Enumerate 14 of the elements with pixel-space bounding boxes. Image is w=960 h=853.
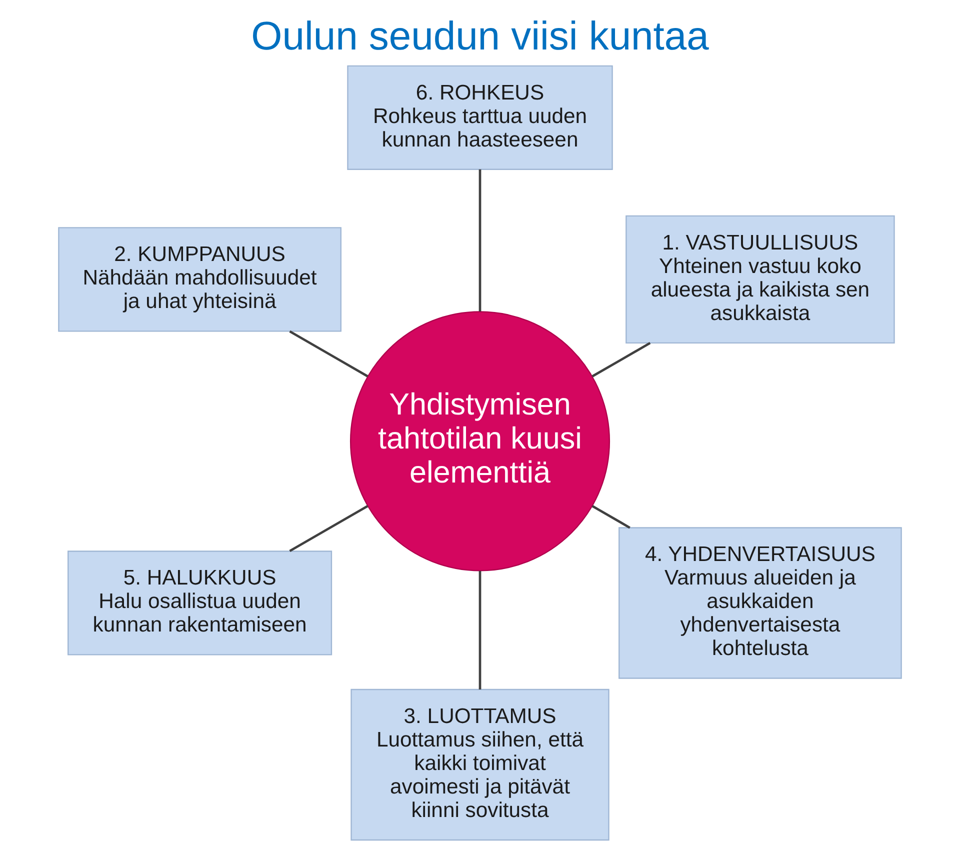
node-box: 4. YHDENVERTAISUUS Varmuus alueiden ja asukkaiden yhdenvertaisesta kohtelusta (618, 527, 902, 679)
connector (478, 570, 482, 690)
connector (592, 342, 651, 378)
node-box: 2. KUMPPANUUS Nähdään mahdollisuudet ja uhat yhteisinä (58, 227, 342, 332)
connector (289, 330, 368, 378)
node-box: 5. HALUKKUUS Halu osallistua uuden kunnan rakentamiseen (68, 550, 332, 656)
connector (289, 505, 368, 552)
node-circle: Yhdistymisen tahtotilan kuusi elementtiä (350, 311, 610, 572)
node-box: 1. VASTUULLISUUS Yhteinen vastuu koko alueesta ja kaikista sen asukkaista (626, 215, 895, 344)
connector (592, 505, 630, 529)
connector (478, 169, 482, 312)
diagram-title: Oulun seudun viisi kuntaa (251, 14, 709, 59)
node-box: 6. ROHKEUS Rohkeus tarttua uuden kunnan haasteeseen (347, 65, 613, 170)
node-box: 3. LUOTTAMUS Luottamus siihen, että kaikki toimivat avoimesti ja pitävät kiinni sovitusta (350, 688, 610, 841)
